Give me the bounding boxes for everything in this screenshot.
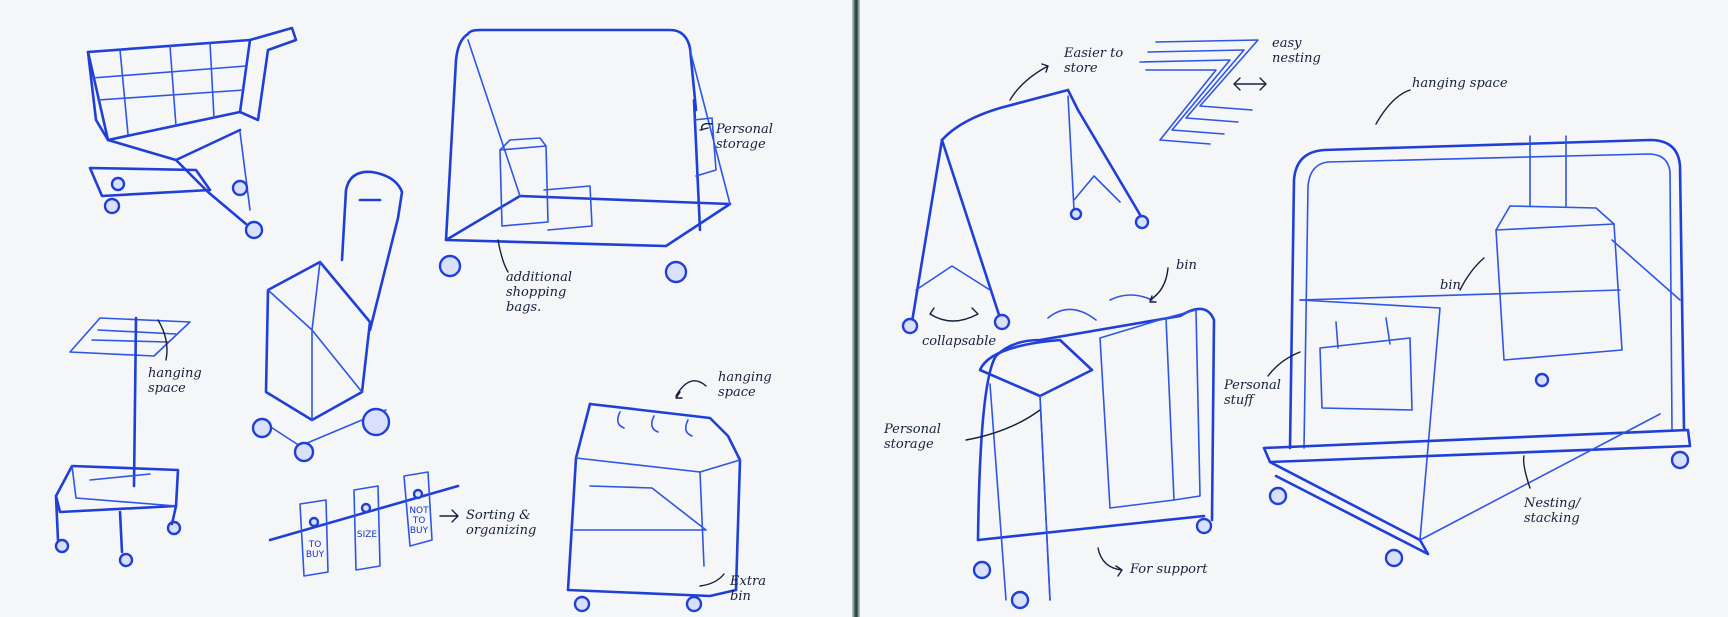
note-personal-storage-top: Personal storage bbox=[716, 122, 773, 152]
note-easy-nesting: easy nesting bbox=[1272, 36, 1321, 66]
sketch-rolling-rack bbox=[1262, 135, 1692, 568]
note-sorting: Sorting & organizing bbox=[466, 508, 537, 538]
tag-not-to-buy: NOT TO BUY bbox=[409, 506, 429, 536]
note-hanging-space-mid: hanging space bbox=[718, 370, 772, 400]
note-additional-bags: additional shopping bags. bbox=[506, 270, 573, 315]
note-bin-top: bin bbox=[1176, 258, 1197, 273]
sketch-garment-rack bbox=[972, 294, 1216, 610]
note-personal-storage-right: Personal storage bbox=[884, 422, 941, 452]
sketch-hook-rack bbox=[566, 402, 742, 613]
note-personal-stuff: Personal stuff bbox=[1224, 378, 1281, 408]
note-nesting-stacking: Nesting/ stacking bbox=[1524, 496, 1581, 526]
tag-size: SIZE bbox=[356, 530, 378, 540]
left-page bbox=[0, 0, 852, 617]
sketch-sorting-rail bbox=[268, 471, 460, 577]
note-hanging-space-left: hanging space bbox=[148, 366, 202, 396]
notebook-spine bbox=[852, 0, 860, 617]
sketch-box-cart bbox=[438, 28, 732, 284]
note-collapsable: collapsable bbox=[922, 334, 997, 349]
note-bin-right: bin bbox=[1440, 278, 1461, 293]
note-hanging-space-right: hanging space bbox=[1412, 76, 1508, 91]
annotation-arrows bbox=[157, 63, 1531, 587]
note-for-support: For support bbox=[1130, 562, 1208, 577]
note-easier-to-store: Easier to store bbox=[1064, 46, 1124, 76]
sketch-trolley-bag bbox=[251, 170, 404, 463]
sketch-nesting-zigzag bbox=[1139, 39, 1259, 145]
note-extra-bin: Extra bin bbox=[730, 574, 767, 604]
sketch-hanging-bin-stand bbox=[54, 316, 191, 568]
sketch-shopping-cart bbox=[86, 26, 298, 240]
right-page bbox=[860, 0, 1728, 617]
tag-to-buy: TO BUY bbox=[305, 540, 325, 560]
sketch-collapsible-frame bbox=[901, 88, 1150, 335]
